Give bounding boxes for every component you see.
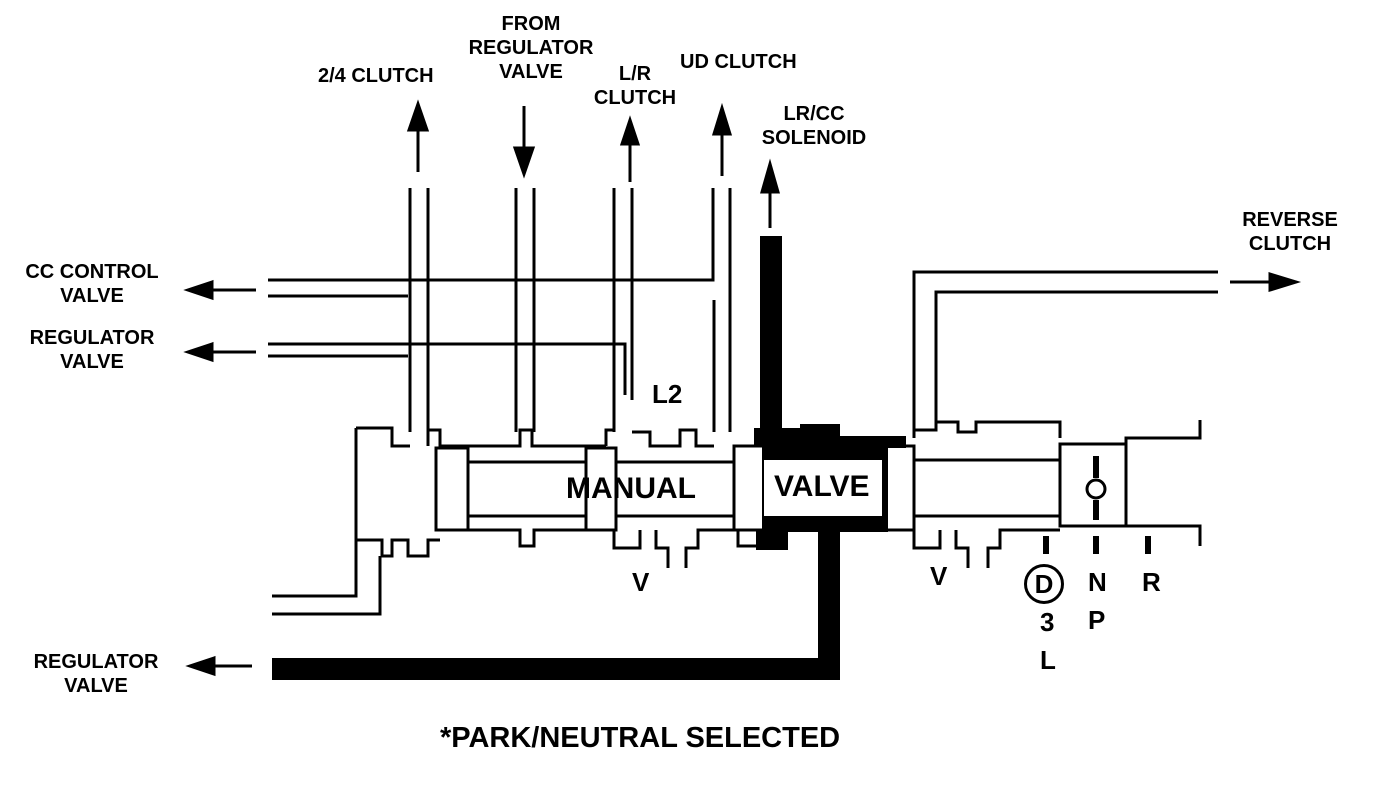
arrow-cc-head [183, 279, 214, 301]
gear-3: 3 [1040, 607, 1055, 637]
arrow-lrcc-head [760, 158, 780, 194]
reverse-passage-outer [912, 270, 1218, 438]
lower-passage-outer [272, 540, 358, 598]
regulator-passage-top [268, 342, 627, 395]
detent-housing [1058, 442, 1128, 528]
label-lrcc-solenoid: LR/CC SOLENOID [761, 103, 867, 149]
label-manual: MANUAL [566, 472, 696, 505]
arrow-lr-head [619, 115, 641, 146]
arrow-reglow-head [185, 655, 216, 677]
valve-body-right-bottom [1126, 524, 1202, 546]
line-pressure-passage [272, 424, 906, 680]
valve-body-left-top [356, 426, 410, 448]
valve-body-top-1 [426, 428, 606, 448]
port-vent-2 [912, 530, 970, 568]
lower-passage-inner [272, 556, 382, 616]
arrow-24-head [406, 99, 430, 132]
label-vent-2: V [930, 561, 948, 591]
spool-land-3 [732, 444, 766, 532]
tick-d [1043, 536, 1049, 554]
label-lr-clutch: L/R CLUTCH [593, 63, 677, 109]
valve-body-left [354, 428, 440, 558]
spool-stem-2 [616, 460, 734, 518]
tick-r [1145, 536, 1151, 554]
spool-land-1 [434, 446, 470, 532]
valve-body-bottom-1 [440, 528, 614, 548]
port-vent-1b [684, 528, 756, 568]
label-from-regulator: FROM REGULATOR VALVE [468, 13, 594, 83]
label-vent-1: V [632, 567, 650, 597]
spool-stem-3 [914, 458, 1060, 518]
valve-window [764, 460, 882, 516]
label-regulator-valve-low: REGULATOR VALVE [33, 651, 159, 697]
label-cc-control-valve: CC CONTROL VALVE [25, 261, 159, 307]
arrow-reg-head [512, 146, 536, 179]
lrcc-feed-line [760, 236, 782, 436]
label-regulator-valve-mid: REGULATOR VALVE [29, 327, 155, 373]
valve-body-top-2 [604, 428, 714, 448]
arrow-regmid-head [183, 341, 214, 363]
label-ud-clutch: UD CLUTCH [680, 51, 797, 73]
label-l2: L2 [652, 379, 683, 409]
gear-p: P [1088, 605, 1106, 635]
gear-r: R [1142, 567, 1161, 597]
port-vent-1 [612, 530, 670, 568]
tick-n [1093, 536, 1099, 554]
detent-ball [1085, 478, 1107, 500]
spool-stem-1 [468, 460, 586, 518]
caption: *PARK/NEUTRAL SELECTED [440, 722, 841, 754]
gear-l: L [1040, 645, 1056, 675]
spool-land-2 [584, 446, 618, 532]
arrow-ud-head [711, 102, 733, 136]
gear-n: N [1088, 567, 1107, 597]
label-valve: VALVE [774, 470, 870, 503]
spool-land-4 [882, 444, 916, 532]
label-24-clutch: 2/4 CLUTCH [318, 65, 434, 87]
gear-d: D [1024, 564, 1064, 604]
label-reverse-clutch: REVERSE CLUTCH [1242, 209, 1338, 255]
arrow-reverse-head [1268, 271, 1302, 293]
port-vent-2b [986, 528, 1060, 568]
valve-body-right-top [1124, 420, 1202, 444]
cc-control-passage-top [268, 188, 715, 282]
valve-body-right-ports [912, 420, 1062, 438]
reverse-passage-inner [934, 290, 1218, 422]
